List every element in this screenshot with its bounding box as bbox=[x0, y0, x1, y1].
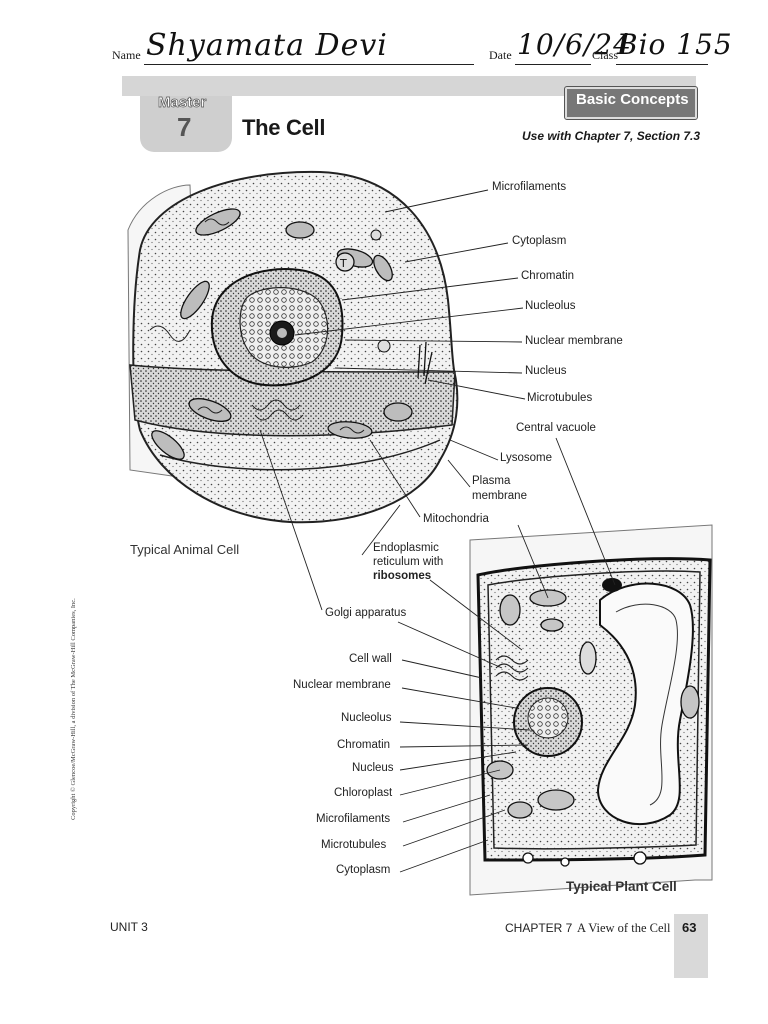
plant-cell-drawing bbox=[469, 524, 713, 896]
label-lysosome: Lysosome bbox=[500, 452, 552, 464]
label-microfilaments: Microfilaments bbox=[492, 181, 567, 193]
footer-unit: UNIT 3 bbox=[110, 920, 148, 934]
master-word: Master bbox=[158, 94, 207, 112]
plant-label-chloroplast: Chloroplast bbox=[334, 787, 393, 799]
label-central-vacuole: Central vacuole bbox=[516, 422, 596, 434]
label-nucleolus: Nucleolus bbox=[525, 300, 576, 312]
page-number-tab bbox=[674, 914, 708, 978]
plant-cell-title: Typical Plant Cell bbox=[566, 879, 677, 894]
date-label: Date bbox=[489, 48, 512, 62]
label-reticulum-with: reticulum with bbox=[373, 556, 444, 568]
plant-label-nuclear-membrane: Nuclear membrane bbox=[293, 679, 391, 691]
label-nuclear-membrane: Nuclear membrane bbox=[525, 335, 623, 347]
label-chromatin: Chromatin bbox=[521, 270, 575, 282]
label-cytoplasm: Cytoplasm bbox=[512, 235, 567, 247]
plant-label-chromatin: Chromatin bbox=[337, 739, 391, 751]
label-mitochondria: Mitochondria bbox=[423, 513, 489, 525]
footer-chapter: CHAPTER 7 bbox=[505, 921, 573, 935]
basic-concepts-badge bbox=[564, 86, 698, 120]
master-tab bbox=[140, 96, 232, 152]
svg-text:T: T bbox=[339, 257, 347, 270]
plant-label-nucleus: Nucleus bbox=[352, 762, 394, 774]
plant-label-microfilaments: Microfilaments bbox=[316, 813, 391, 825]
plant-label-nucleolus: Nucleolus bbox=[341, 712, 392, 724]
label-microtubules: Microtubules bbox=[527, 392, 593, 404]
leader-lines bbox=[259, 189, 616, 873]
animal-cell-drawing: T bbox=[127, 170, 459, 524]
class-value[interactable]: Bio 155 bbox=[617, 28, 733, 61]
plant-label-microtubules: Microtubules bbox=[321, 839, 387, 851]
animal-cell-title: Typical Animal Cell bbox=[130, 542, 240, 557]
label-ribosomes: ribosomes bbox=[373, 570, 432, 582]
page-number: 63 bbox=[682, 920, 697, 935]
label-golgi-apparatus: Golgi apparatus bbox=[325, 607, 407, 619]
name-label: Name bbox=[112, 48, 141, 62]
page-title: The Cell bbox=[242, 115, 326, 140]
label-endoplasmic: Endoplasmic bbox=[373, 542, 439, 554]
class-line bbox=[616, 64, 708, 65]
name-line bbox=[144, 64, 474, 65]
label-membrane: membrane bbox=[472, 490, 527, 502]
name-value[interactable]: Shyamata Devi bbox=[146, 28, 388, 63]
date-value[interactable]: 10/6/24 bbox=[517, 28, 632, 61]
header-banner bbox=[122, 76, 696, 96]
plant-label-cell-wall: Cell wall bbox=[349, 653, 392, 665]
badge-label: Basic Concepts bbox=[576, 91, 689, 108]
date-line bbox=[515, 64, 591, 65]
class-label: Class bbox=[592, 48, 619, 62]
master-number: 7 bbox=[177, 112, 192, 142]
label-plasma: Plasma bbox=[472, 475, 511, 487]
footer-chapter-title: A View of the Cell bbox=[577, 921, 671, 935]
plant-label-cytoplasm: Cytoplasm bbox=[336, 864, 391, 876]
label-nucleus: Nucleus bbox=[525, 365, 567, 377]
page-subtitle: Use with Chapter 7, Section 7.3 bbox=[522, 129, 701, 143]
copyright-note: Copyright © Glencoe/McGraw-Hill, a divis… bbox=[70, 598, 77, 820]
